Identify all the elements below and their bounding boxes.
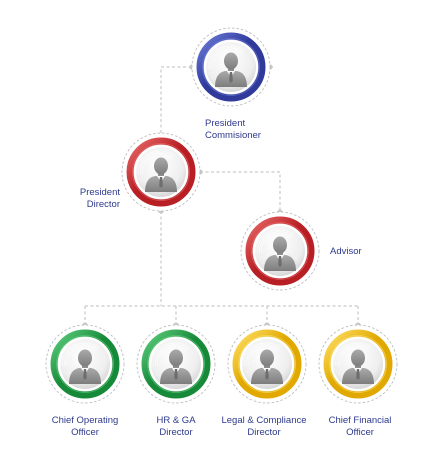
person-icon <box>251 349 283 384</box>
node-hr-ga-director <box>136 324 216 404</box>
person-icon <box>215 52 247 87</box>
person-icon <box>342 349 374 384</box>
label-line: Director <box>159 426 193 438</box>
person-icon <box>160 349 192 384</box>
person-icon <box>264 236 296 271</box>
label-line: President <box>79 187 120 198</box>
nodes <box>45 27 398 404</box>
label-line: Legal & Compliance <box>221 415 307 426</box>
node-president-director <box>121 132 201 212</box>
label-line: Commisioner <box>205 129 261 141</box>
label-line: Officer <box>71 426 99 438</box>
node-advisor <box>240 211 320 291</box>
label-line: Director <box>86 198 120 210</box>
label-line: Chief Operating <box>51 415 119 426</box>
label-line: HR & GA <box>156 415 196 426</box>
node-chief-financial-officer <box>318 324 398 404</box>
node-president-commisioner <box>191 27 271 107</box>
label-line: Officer <box>346 426 374 438</box>
label-line: Advisor <box>330 246 362 257</box>
label-line: President <box>205 118 246 129</box>
person-icon <box>145 157 177 192</box>
label-line: Director <box>247 426 281 438</box>
node-legal-compliance-director <box>227 324 307 404</box>
label-line: Chief Financial <box>328 415 392 426</box>
connector-director-advisor <box>200 171 281 212</box>
label-advisor: Advisor <box>330 246 362 258</box>
node-chief-operating-officer <box>45 324 125 404</box>
connector-commisioner-director <box>160 66 192 133</box>
person-icon <box>69 349 101 384</box>
